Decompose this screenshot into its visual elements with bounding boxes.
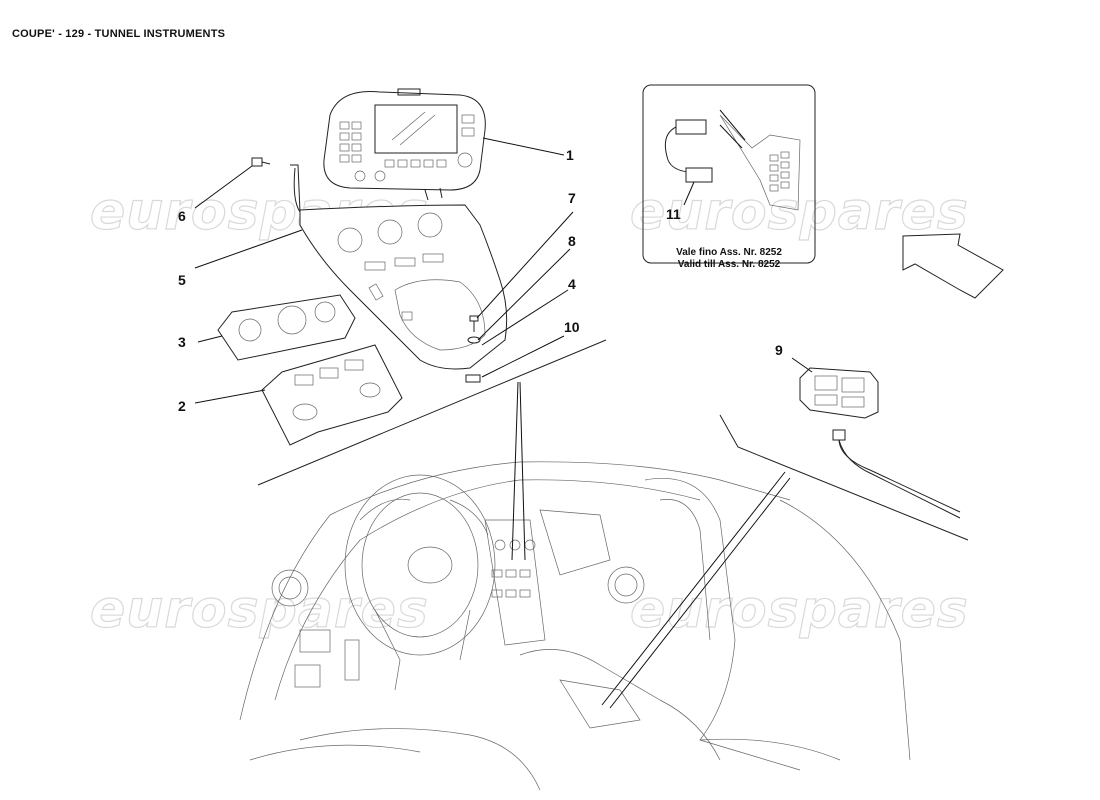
leader-lines (194, 109, 813, 709)
watermark: eurospares (629, 181, 969, 242)
callout-4: 4 (568, 276, 576, 292)
watermark: eurospares (629, 579, 969, 640)
part-small-screw[interactable] (469, 315, 479, 332)
part-lower-switch-panel[interactable] (261, 344, 403, 446)
callout-7: 7 (568, 190, 576, 206)
callout-11: 11 (666, 206, 681, 222)
part-washer[interactable] (467, 336, 481, 344)
callout-9: 9 (775, 342, 783, 358)
inset-note-it: Vale fino Ass. Nr. 8252 (676, 247, 782, 258)
car-interior (239, 461, 911, 791)
inset-note-en: Valid till Ass. Nr. 8252 (677, 259, 781, 270)
part-window-switch[interactable] (799, 367, 961, 519)
callout-10: 10 (564, 319, 580, 335)
callout-2: 2 (178, 398, 186, 414)
callout-3: 3 (178, 334, 186, 350)
part-display-unit[interactable] (323, 88, 486, 201)
part-upper-switch-panel[interactable] (217, 294, 356, 361)
callout-1: 1 (566, 147, 574, 163)
callout-6: 6 (178, 208, 186, 224)
part-clip[interactable] (465, 374, 481, 383)
part-screw[interactable] (251, 157, 271, 167)
inset-box (642, 84, 816, 264)
watermark: eurospares (89, 579, 429, 640)
page-title: COUPE' - 129 - TUNNEL INSTRUMENTS (12, 28, 226, 40)
callout-5: 5 (178, 272, 186, 288)
callout-8: 8 (568, 233, 576, 249)
part-console-frame[interactable] (290, 164, 508, 370)
direction-arrow (902, 233, 1004, 299)
